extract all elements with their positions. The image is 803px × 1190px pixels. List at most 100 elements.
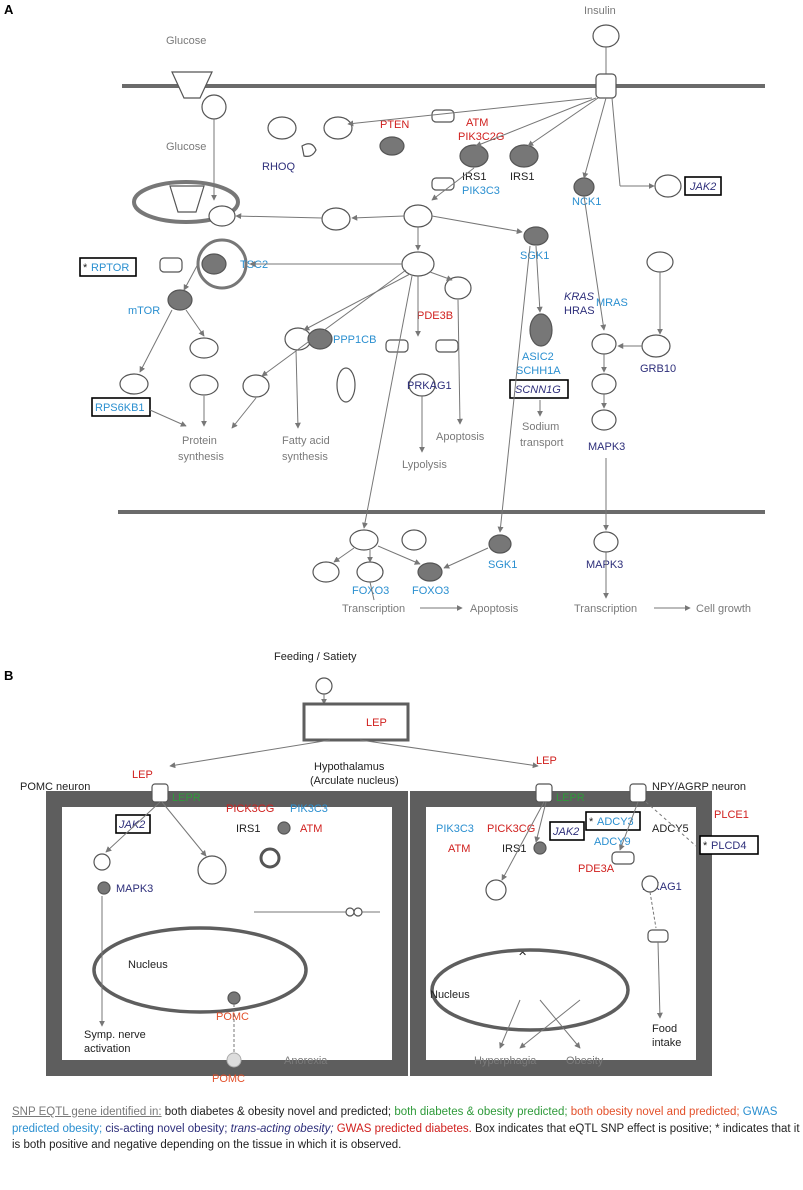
adcy3-box [585,811,641,831]
legend-part-1: both diabetes & obesity novel and predic… [161,1106,392,1118]
legend-part-0: SNP EQTL gene identified in: [12,1106,162,1118]
atm-label: ATM [466,117,488,129]
rhoq-label: RHOQ [262,161,295,173]
symp-nerve-1: Symp. nerve [84,1029,146,1041]
food-node [647,929,669,943]
akt-node [403,204,433,228]
lep-right-label: LEP [536,755,557,767]
adcy3-star: * [589,816,594,828]
legend-part-6: trans-acting obesity; [227,1122,334,1135]
nucleus-left [92,926,308,1014]
grb10-node [641,334,671,358]
pomc-outer-label: POMC [212,1073,245,1085]
glut-vesicle [132,180,240,224]
pomc-inner-label: POMC [216,1011,249,1023]
atm-right-label: ATM [448,843,470,855]
foxo-upstream-node [349,529,379,551]
glut-transporter [171,71,213,99]
mras-label: MRAS [596,297,628,309]
obesity-label: Obesity [566,1055,604,1067]
camp-right-node [611,851,635,865]
chain-node-b [353,907,363,917]
eif-node-b [189,374,219,396]
hyperphagia-label: Hyperphagia [474,1055,537,1067]
vesicle-node [208,205,236,227]
adipose-box [302,702,410,742]
jak2-right-label: JAK2 [552,826,579,838]
irs1-b-label: IRS1 [510,171,534,183]
scnn1g-label: SCNN1G [515,384,561,396]
apoptosis-bottom-label: Apoptosis [470,603,519,615]
nck1-node [573,177,595,197]
erk-node [591,409,617,431]
sgk1-node [523,226,549,246]
sgk1-b-node [488,534,512,554]
bad-node [444,276,472,300]
sgk1-b-label: SGK1 [488,559,517,571]
panel-a-label: A [4,2,14,17]
pick3cg-right-label: PICK3CG [487,823,535,835]
lepr-left-receptor [151,783,169,803]
mek-node [591,373,617,395]
feeding-node [315,677,333,695]
fatty-acid-node [284,327,312,351]
nucleus-right [430,948,630,1032]
foxo-center-node [356,561,384,583]
mapk3-label: MAPK3 [116,883,153,895]
irs1-left-label: IRS1 [236,823,260,835]
tsc2-label: TSC2 [240,259,268,271]
mapk3-node [97,881,111,895]
npy-agrp-neuron-wall [410,791,712,1076]
glycogen-node [336,367,356,403]
anorexia-label: Anorexia [284,1055,328,1067]
sodium-2: transport [520,437,563,449]
irs1-node-a [459,144,489,168]
rhoq-node-a [267,116,297,140]
sodium-1: Sodium [522,421,559,433]
pathway-diagram: A Insulin Glucose Glucose RHOQ PTEN ATM … [4,2,765,1085]
akt-upstream-node [321,207,351,231]
pik3c3-label: PIK3C3 [462,185,500,197]
pde3b-label: PDE3B [417,310,453,322]
legend-part-7: GWAS predicted diabetes. [333,1122,472,1135]
eif-node [189,337,219,359]
pi3k-node-b [431,177,455,191]
glucose-out-label: Glucose [166,35,206,47]
scnn1g-box [509,379,569,399]
plcd4-star: * [703,840,708,852]
adcy3-label: ADCY3 [597,816,634,828]
apoptosis-mid-label: Apoptosis [436,431,485,443]
irs1-right-node [533,841,547,855]
nucleus-right-label: Nucleus [430,989,470,1001]
lep-top-label: LEP [366,717,387,729]
pik3c2g-label: PIK3C2G [458,131,504,143]
pomc-neuron-wall [46,791,408,1076]
pi3k-right-node [485,879,507,901]
legend-part-8: Box indicates that eQTL SNP effect is po… [12,1122,800,1152]
plcd4-box [699,835,759,855]
mapk3-a-label: MAPK3 [588,441,625,453]
pka-node [641,875,659,893]
grb10-label: GRB10 [640,363,676,375]
insulin-label: Insulin [584,5,616,17]
legend-part-5: cis-acting novel obesity; [102,1122,228,1135]
plce1-label: PLCE1 [714,809,749,821]
transcription-2-label: Transcription [574,603,637,615]
grb10-upstream-node [646,251,674,273]
legend-part-3: both obesity novel and predicted; [567,1106,740,1118]
lep-left-label: LEP [132,769,153,781]
foxo-right-node [401,529,427,551]
insulin-node [592,24,620,48]
stat-node [93,853,111,871]
pomc-vesicle-ring [197,855,227,885]
legend: SNP EQTL gene identified in: both diabet… [12,1104,802,1154]
glucose-node [201,94,227,120]
foxo3-b-label: FOXO3 [412,585,449,597]
pik3c3-right-label: PIK3C3 [436,823,474,835]
panel-b-label: B [4,668,13,683]
ppp1cb-node [307,328,333,350]
panel-a-edges [139,97,691,611]
nck1-label: NCK1 [572,196,601,208]
jak2-left-label: JAK2 [118,819,145,831]
